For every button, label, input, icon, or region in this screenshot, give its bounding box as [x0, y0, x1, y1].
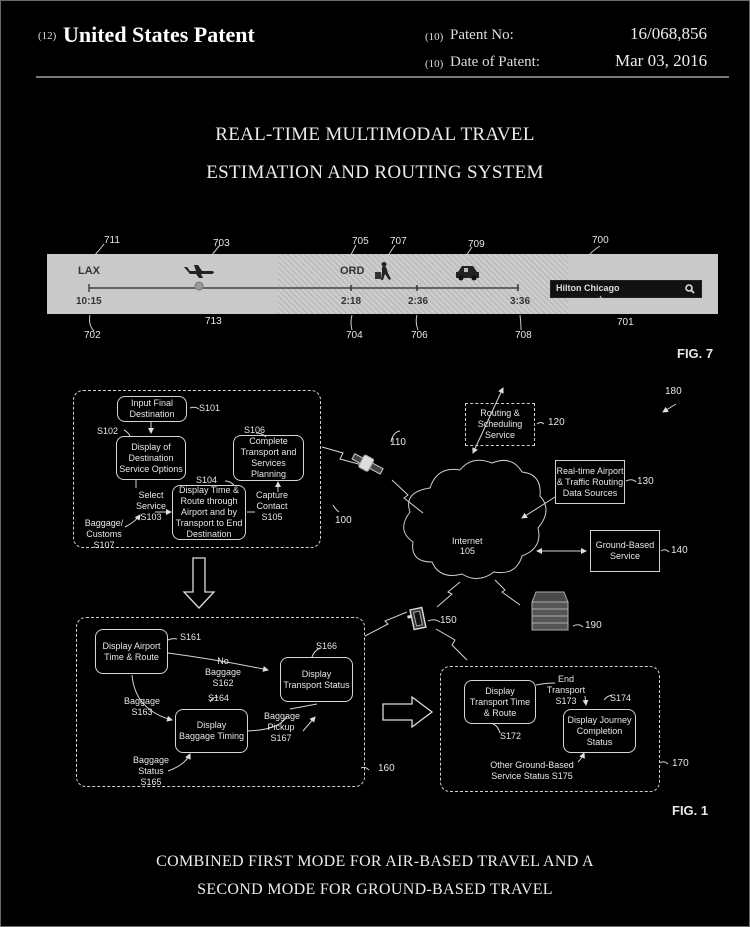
figure-1-label: FIG. 1 — [672, 803, 709, 818]
node-complete-planning: Complete Transport and Services Planning — [233, 435, 304, 481]
connection-airport: ORD — [340, 265, 365, 277]
origin-airport: LAX — [78, 265, 100, 277]
step-s107: Baggage/ Customs S107 — [84, 518, 124, 550]
ref-704: 704 — [346, 330, 363, 341]
ref-711: 711 — [104, 235, 120, 246]
step-s172: S172 — [500, 731, 522, 741]
step-s174: S174 — [610, 693, 632, 703]
step-s173: End Transport S173 — [546, 674, 586, 706]
realtime-data-sources: Real-time Airport & Traffic Routing Data… — [555, 460, 625, 504]
ref-105: 105 — [460, 546, 476, 556]
car-icon — [456, 266, 479, 281]
satellite-icon — [351, 453, 384, 475]
ref-150: 150 — [440, 615, 457, 626]
node-display-airport-time-route: Display Airport Time & Route — [95, 629, 168, 674]
mobile-device-icon — [407, 606, 427, 631]
routing-scheduling-service: Routing & Scheduling Service — [465, 403, 535, 446]
node-display-baggage-timing: Display Baggage Timing — [175, 709, 248, 753]
node-display-transport-status: Display Transport Status — [280, 657, 353, 702]
date-value: Mar 03, 2016 — [615, 51, 708, 70]
internet-label: Internet — [452, 536, 483, 546]
step-s104: S104 — [196, 475, 218, 485]
walking-traveler-icon — [375, 262, 391, 280]
header-divider — [36, 76, 729, 78]
patent-no-code: (10) — [425, 31, 444, 43]
node-display-journey-completion: Display Journey Completion Status — [563, 709, 636, 753]
node-display-time-route: Display Time & Route through Airport and… — [172, 485, 246, 540]
step-s161: S161 — [180, 632, 202, 642]
caption-line2: SECOND MODE FOR GROUND-BASED TRAVEL — [197, 881, 553, 898]
ground-segment-shading — [278, 254, 568, 314]
step-s162: No Baggage S162 — [204, 656, 242, 688]
kind-code: (12) — [38, 30, 57, 42]
ref-703: 703 — [213, 238, 230, 249]
ref-707: 707 — [390, 236, 407, 247]
node-input-final-destination: Input Final Destination — [117, 396, 187, 422]
step-s102: S102 — [97, 426, 119, 436]
ref-110: 110 — [390, 437, 406, 448]
server-stack-icon — [531, 591, 569, 631]
ref-180: 180 — [665, 386, 682, 397]
step-s105: Capture Contact S105 — [255, 490, 289, 522]
step-s101: S101 — [199, 403, 221, 413]
ref-140: 140 — [671, 545, 688, 556]
step-s106: S106 — [244, 425, 266, 435]
traveler-planning-group-100 — [73, 390, 321, 548]
step-s163: Baggage S163 — [124, 696, 161, 717]
ref-120: 120 — [548, 417, 565, 428]
ref-700: 700 — [592, 235, 609, 246]
time-departure: 10:15 — [76, 296, 102, 307]
air-travel-group-160 — [76, 617, 365, 787]
search-value: Hilton Chicago — [556, 283, 620, 293]
ref-706: 706 — [411, 330, 428, 341]
destination-search-input[interactable]: Hilton Chicago — [550, 280, 702, 298]
node-display-destination-options: Display of Destination Service Options — [116, 436, 186, 480]
ref-701: 701 — [617, 317, 634, 328]
figure-7-label: FIG. 7 — [677, 346, 714, 361]
step-s166: S166 — [316, 641, 338, 651]
time-ground-start: 2:36 — [408, 296, 429, 307]
ref-705: 705 — [352, 236, 369, 247]
figure-7-lines — [88, 243, 617, 332]
ref-100: 100 — [335, 515, 352, 526]
ref-709: 709 — [468, 239, 485, 250]
invention-title-line2: ESTIMATION AND ROUTING SYSTEM — [206, 162, 544, 183]
ref-713: 713 — [205, 316, 222, 327]
ground-based-service: Ground-Based Service — [590, 530, 660, 572]
ref-190: 190 — [585, 620, 602, 631]
airplane-icon — [184, 265, 214, 278]
node-display-transport-time-route: Display Transport Time & Route — [464, 680, 536, 724]
ref-160: 160 — [378, 763, 395, 774]
ref-708: 708 — [515, 330, 532, 341]
patent-no-value: 16/068,856 — [630, 24, 707, 43]
date-label: Date of Patent: — [450, 54, 540, 70]
step-s165: Baggage Status S165 — [133, 755, 170, 787]
internet-cloud — [403, 459, 547, 579]
time-arrival: 2:18 — [341, 296, 362, 307]
ref-130: 130 — [637, 476, 654, 487]
step-s103: Select Service S103 — [135, 490, 166, 522]
search-icon[interactable] — [685, 284, 695, 294]
invention-title-line1: REAL-TIME MULTIMODAL TRAVEL — [215, 124, 535, 145]
time-destination: 3:36 — [510, 296, 531, 307]
step-s164: S164 — [208, 693, 230, 703]
ref-170: 170 — [672, 758, 689, 769]
patent-office-title: United States Patent — [63, 22, 255, 47]
ref-702: 702 — [84, 330, 101, 341]
step-s167: Baggage Pickup S167 — [264, 711, 301, 743]
date-code: (10) — [425, 58, 444, 70]
ground-travel-group-170 — [440, 666, 660, 792]
caption-line1: COMBINED FIRST MODE FOR AIR-BASED TRAVEL… — [156, 853, 594, 870]
step-s175: Other Ground-Based Service Status S175 — [490, 760, 574, 781]
patent-no-label: Patent No: — [450, 27, 514, 43]
